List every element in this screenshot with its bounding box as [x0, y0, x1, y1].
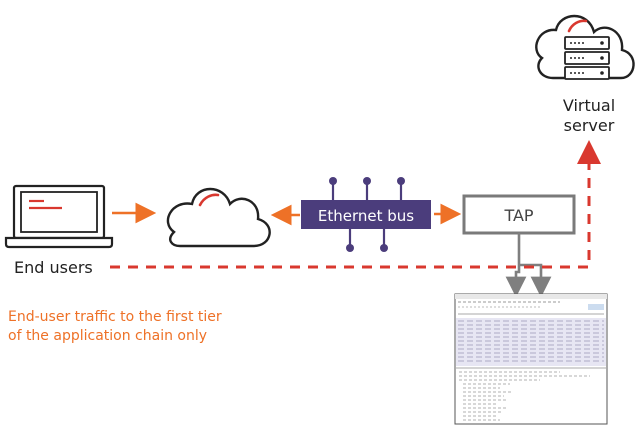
- cloud-icon: [166, 187, 271, 248]
- laptop-icon: [4, 184, 114, 249]
- bus-pins-icon: [329, 177, 405, 252]
- ethernet-bus-label: Ethernet bus: [318, 207, 414, 225]
- packet-capture-window-icon: [454, 293, 608, 425]
- virtual-server-label-line2: server: [564, 116, 615, 135]
- caption-line-2: of the application chain only: [8, 328, 208, 344]
- ethernet-bus-box: [301, 200, 431, 229]
- caption-line-1: End-user traffic to the first tier: [8, 309, 222, 325]
- caption: End-user traffic to the first tier of th…: [8, 308, 308, 346]
- tap-label: TAP: [503, 206, 533, 225]
- virtual-server-label-line1: Virtual: [563, 96, 615, 115]
- tap-output-arrows: [505, 233, 552, 298]
- cloud-server-icon: [535, 14, 635, 80]
- end-users-label: End users: [14, 258, 93, 277]
- tap-box: [462, 194, 576, 235]
